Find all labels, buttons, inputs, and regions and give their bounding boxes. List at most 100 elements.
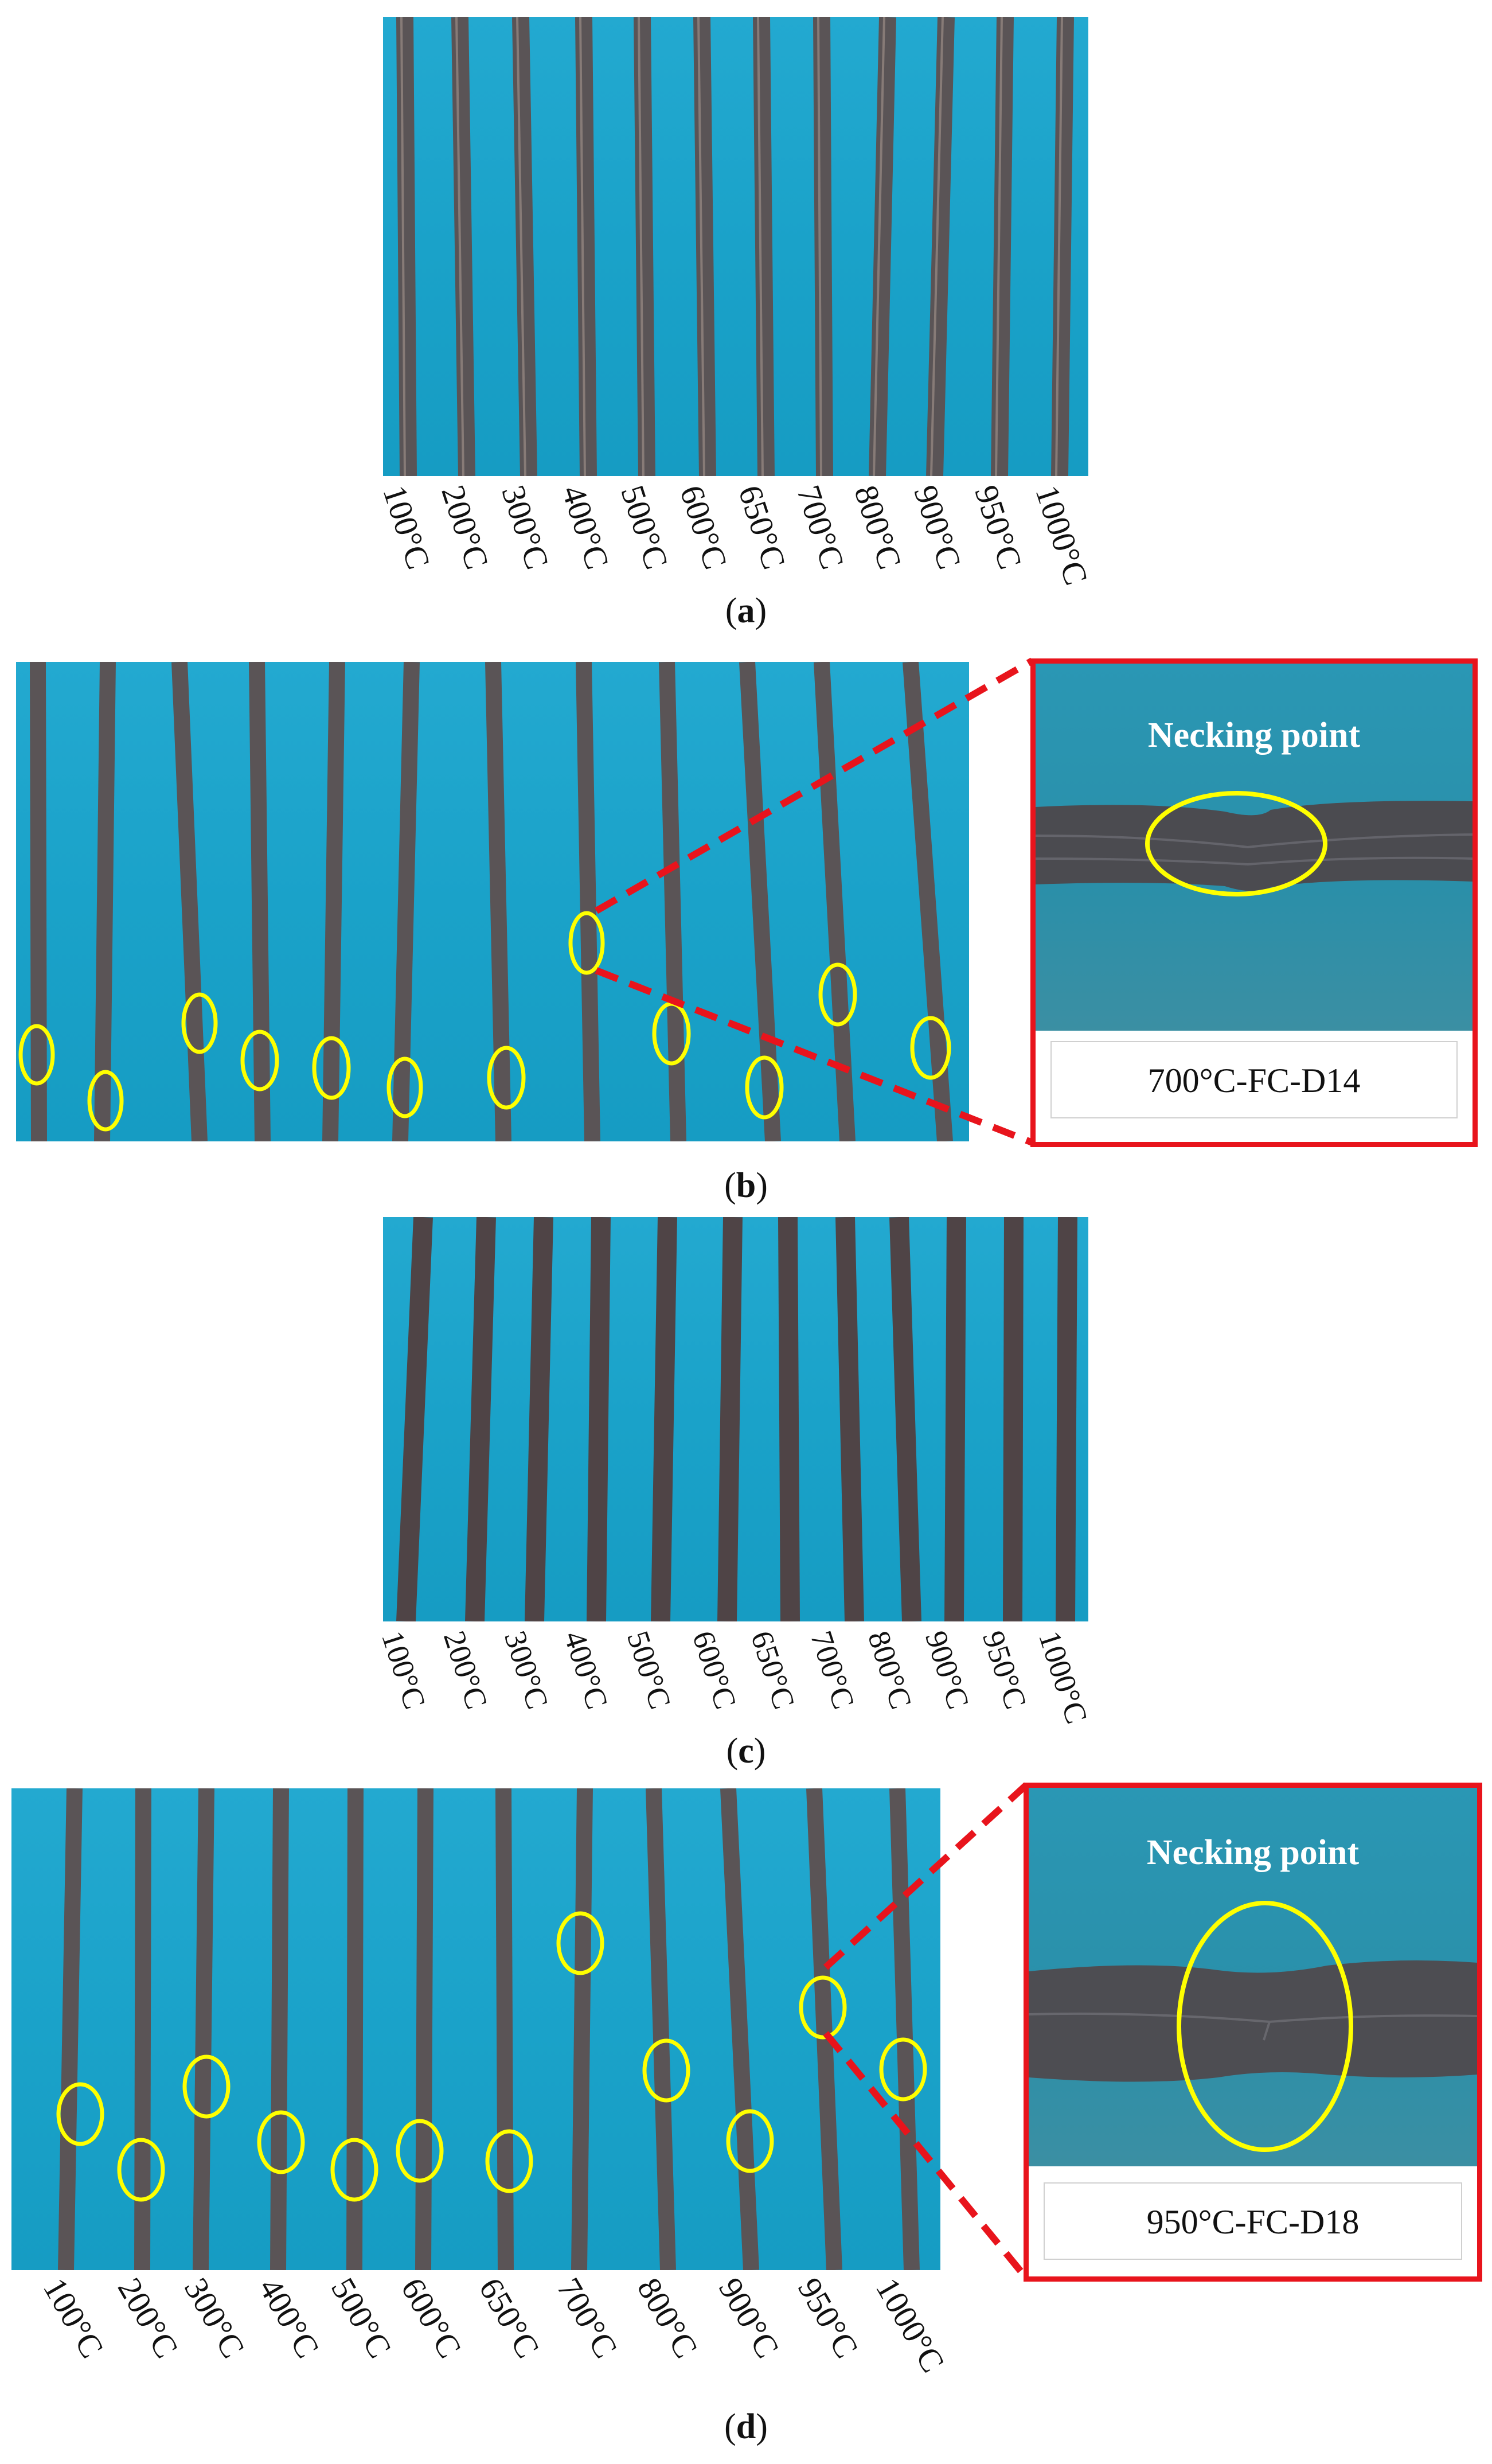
necking-marker	[642, 2038, 690, 2103]
bar	[806, 1788, 842, 2270]
temp-label: 650°C	[731, 481, 794, 574]
bar	[58, 1788, 83, 2270]
inset-b-bar	[1036, 791, 1473, 896]
inset-b: Necking point 700°C-FC-D14	[1030, 658, 1478, 1147]
bar	[651, 1217, 677, 1621]
temp-label: 600°C	[673, 481, 735, 574]
necking-marker	[18, 1024, 55, 1086]
bar	[753, 17, 775, 476]
steel-bars-c	[396, 1217, 1077, 1621]
bar	[717, 1217, 743, 1621]
bar	[396, 17, 417, 476]
temp-label: 500°C	[614, 481, 676, 574]
caption-a: (a)	[725, 591, 767, 630]
necking-marker	[257, 2110, 305, 2174]
bar	[270, 1788, 289, 2270]
necking-marker	[726, 2109, 774, 2173]
bar	[1056, 1217, 1077, 1621]
temp-label: 100°C	[376, 481, 438, 574]
bar	[646, 1788, 676, 2270]
necking-marker	[386, 1056, 423, 1118]
bar	[1003, 1217, 1024, 1621]
inset-d-title: Necking point	[1146, 1833, 1360, 1872]
temp-label: 950°C	[790, 2271, 866, 2364]
necking-marker	[396, 2119, 444, 2183]
temp-label: 500°C	[323, 2271, 399, 2364]
temp-label: 400°C	[554, 481, 617, 574]
temp-label: 700°C	[803, 1627, 861, 1713]
necking-marker	[1177, 1901, 1353, 2152]
bar	[396, 1217, 433, 1621]
temp-label: 900°C	[918, 1627, 976, 1713]
temp-label: 400°C	[251, 2271, 327, 2364]
temp-label: 900°C	[711, 2271, 787, 2364]
temp-label: 500°C	[620, 1627, 678, 1713]
necking-marker	[1145, 791, 1327, 896]
bar	[134, 1788, 151, 2270]
necking-marker	[312, 1036, 351, 1100]
temp-label: 300°C	[494, 481, 557, 574]
inset-b-title: Necking point	[1147, 716, 1361, 755]
photo-panel-c	[383, 1217, 1088, 1621]
bar	[778, 1217, 800, 1621]
temp-label: 950°C	[975, 1627, 1033, 1713]
bar	[587, 1217, 611, 1621]
bar	[1051, 17, 1074, 476]
temp-label: 300°C	[497, 1627, 555, 1713]
steel-bars-d	[56, 1788, 927, 2270]
bar	[944, 1217, 966, 1621]
necking-marker	[56, 2082, 104, 2146]
bar	[249, 662, 271, 1141]
steel-bars-a	[396, 17, 1074, 476]
caption-d: (d)	[724, 2407, 768, 2446]
necking-marker	[330, 2138, 378, 2202]
bar	[991, 17, 1014, 476]
bar	[814, 662, 856, 1141]
bar	[634, 17, 655, 476]
temp-label: 800°C	[847, 481, 909, 574]
necking-marker	[181, 992, 218, 1054]
bar	[889, 1217, 921, 1621]
temp-label: 1000°C	[868, 2271, 952, 2379]
bar	[193, 1788, 214, 2270]
temp-label: 700°C	[549, 2271, 625, 2364]
temp-label: 950°C	[967, 481, 1030, 574]
temp-label: 700°C	[790, 481, 852, 574]
bar	[525, 1217, 553, 1621]
inset-d-specimen: 950°C-FC-D18	[1044, 2182, 1462, 2260]
bar	[495, 1788, 514, 2270]
photo-panel-d	[11, 1788, 940, 2270]
inset-b-specimen: 700°C-FC-D14	[1050, 1041, 1458, 1118]
bar	[571, 1788, 593, 2270]
bar	[889, 1788, 920, 2270]
temp-label: 200°C	[434, 481, 497, 574]
bar	[451, 17, 475, 476]
caption-c: (c)	[726, 1732, 766, 1771]
temp-label: 400°C	[557, 1627, 615, 1713]
bar	[835, 1217, 864, 1621]
necking-marker	[87, 1070, 124, 1132]
bar	[926, 17, 955, 476]
temp-label: 600°C	[685, 1627, 743, 1713]
bar	[94, 662, 116, 1141]
necking-marker	[240, 1030, 279, 1091]
bar	[813, 17, 833, 476]
bar	[485, 662, 511, 1141]
temp-label: 100°C	[36, 2271, 111, 2364]
temp-label: 300°C	[177, 2271, 252, 2364]
temp-label: 650°C	[471, 2271, 547, 2364]
bar	[346, 1788, 364, 2270]
temp-label: 600°C	[393, 2271, 469, 2364]
bar	[322, 662, 345, 1141]
temp-label: 900°C	[907, 481, 969, 574]
temp-label: 650°C	[744, 1627, 802, 1713]
photo-panel-a	[383, 17, 1088, 476]
bar	[392, 662, 420, 1141]
bar	[575, 17, 597, 476]
steel-bars-b	[18, 662, 953, 1141]
temp-label: 1000°C	[1032, 1627, 1095, 1728]
bar	[659, 662, 686, 1141]
bar	[576, 662, 600, 1141]
temp-label: 100°C	[374, 1627, 432, 1713]
necking-marker	[182, 2054, 231, 2119]
